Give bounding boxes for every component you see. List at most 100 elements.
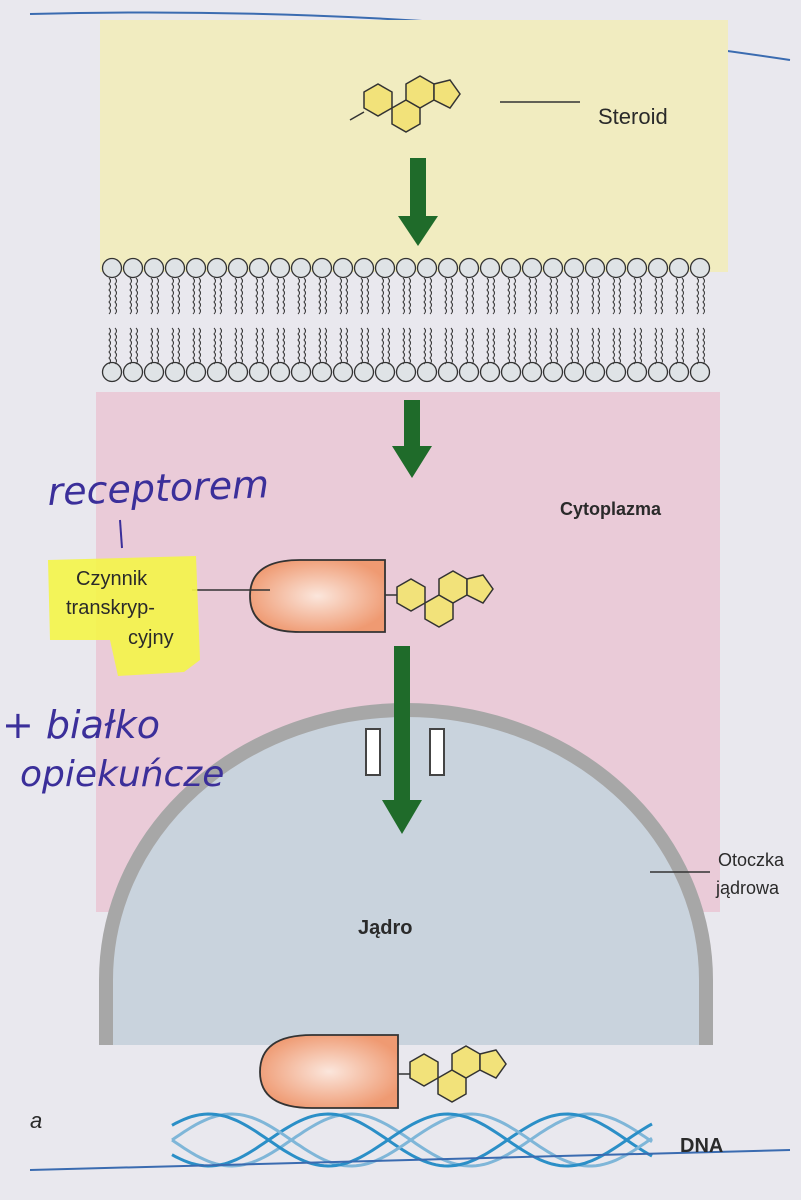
phospholipid-tail: [528, 327, 531, 365]
phospholipid-tail: [387, 327, 390, 365]
phospholipid-tail: [255, 277, 258, 315]
steroid-molecule-icon: [398, 1045, 507, 1103]
phospholipid-head: [668, 257, 690, 279]
phospholipid-tail: [576, 327, 579, 365]
phospholipid-head: [164, 257, 186, 279]
phospholipid-tail: [513, 277, 516, 315]
phospholipid-tail: [507, 327, 510, 365]
phospholipid-tail: [597, 327, 600, 365]
phospholipid-tail: [282, 277, 285, 315]
phospholipid-tail: [702, 327, 705, 365]
phospholipid-tail: [633, 327, 636, 365]
phospholipid-head: [542, 361, 564, 383]
phospholipid-head: [626, 257, 648, 279]
phospholipid-tail: [318, 277, 321, 315]
phospholipid-head: [122, 361, 144, 383]
phospholipid-tail: [681, 327, 684, 365]
phospholipid-tail: [429, 327, 432, 365]
phospholipid-tail: [423, 277, 426, 315]
phospholipid-head: [332, 361, 354, 383]
phospholipid-tail: [492, 277, 495, 315]
phospholipid-head: [164, 361, 186, 383]
phospholipid-head: [395, 361, 417, 383]
phospholipid-tail: [429, 277, 432, 315]
nucleus-label: Jądro: [358, 917, 412, 939]
envelope-label-line1: Otoczka: [718, 850, 785, 870]
phospholipid-head: [248, 257, 270, 279]
phospholipid-tail: [639, 277, 642, 315]
phospholipid-tail: [255, 327, 258, 365]
phospholipid-head: [668, 361, 690, 383]
steroid-molecule-icon: [349, 75, 461, 133]
phospholipid-head: [647, 361, 669, 383]
phospholipid-tail: [534, 277, 537, 315]
phospholipid-head: [374, 257, 396, 279]
handwritten-connector: [119, 519, 123, 549]
phospholipid-tail: [198, 327, 201, 365]
phospholipid-head: [605, 257, 627, 279]
down-arrow-icon: [398, 158, 438, 246]
phospholipid-tail: [339, 327, 342, 365]
phospholipid-tail: [402, 327, 405, 365]
steroid-label: Steroid: [598, 104, 668, 129]
phospholipid-tail: [660, 327, 663, 365]
phospholipid-tail: [633, 277, 636, 315]
phospholipid-tail: [681, 277, 684, 315]
dna-double-helix-icon: [171, 1112, 653, 1168]
phospholipid-head: [227, 361, 249, 383]
bottom-rule-line: [29, 1149, 791, 1171]
phospholipid-tail: [591, 327, 594, 365]
phospholipid-tail: [549, 327, 552, 365]
phospholipid-tail: [234, 277, 237, 315]
phospholipid-head: [479, 361, 501, 383]
phospholipid-tail: [696, 327, 699, 365]
phospholipid-tail: [108, 327, 111, 365]
phospholipid-tail: [150, 327, 153, 365]
phospholipid-head: [143, 361, 165, 383]
phospholipid-tail: [486, 277, 489, 315]
panel-letter: a: [30, 1108, 42, 1133]
phospholipid-head: [206, 257, 228, 279]
phospholipid-tail: [261, 277, 264, 315]
phospholipid-tail: [150, 277, 153, 315]
phospholipid-tail: [381, 277, 384, 315]
phospholipid-tail: [597, 277, 600, 315]
phospholipid-head: [143, 257, 165, 279]
phospholipid-tail: [276, 327, 279, 365]
phospholipid-head: [689, 257, 711, 279]
phospholipid-tail: [360, 277, 363, 315]
phospholipid-head: [416, 361, 438, 383]
phospholipid-tail: [135, 277, 138, 315]
phospholipid-head: [185, 361, 207, 383]
phospholipid-head: [353, 257, 375, 279]
phospholipid-tail: [129, 327, 132, 365]
phospholipid-tail: [240, 277, 243, 315]
phospholipid-tail: [276, 277, 279, 315]
nuclear-pore-left: [365, 728, 381, 776]
phospholipid-head: [437, 361, 459, 383]
steroid-molecule-icon: [385, 570, 494, 628]
phospholipid-tail: [345, 327, 348, 365]
phospholipid-tail: [444, 277, 447, 315]
phospholipid-head: [500, 257, 522, 279]
phospholipid-tail: [282, 327, 285, 365]
phospholipid-tail: [486, 327, 489, 365]
phospholipid-tail: [156, 277, 159, 315]
phospholipid-tail: [114, 327, 117, 365]
transcription-factor-protein-icon: [249, 559, 386, 633]
phospholipid-tail: [171, 277, 174, 315]
phospholipid-tail: [507, 277, 510, 315]
phospholipid-tail: [576, 277, 579, 315]
phospholipid-tail: [471, 277, 474, 315]
phospholipid-head: [206, 361, 228, 383]
phospholipid-tail: [339, 277, 342, 315]
phospholipid-tail: [381, 327, 384, 365]
phospholipid-tail: [240, 327, 243, 365]
phospholipid-head: [605, 361, 627, 383]
phospholipid-tail: [450, 327, 453, 365]
phospholipid-head: [290, 361, 312, 383]
phospholipid-tail: [528, 277, 531, 315]
phospholipid-head: [500, 361, 522, 383]
tf-label-line3: cyjny: [128, 627, 174, 649]
phospholipid-tail: [108, 277, 111, 315]
